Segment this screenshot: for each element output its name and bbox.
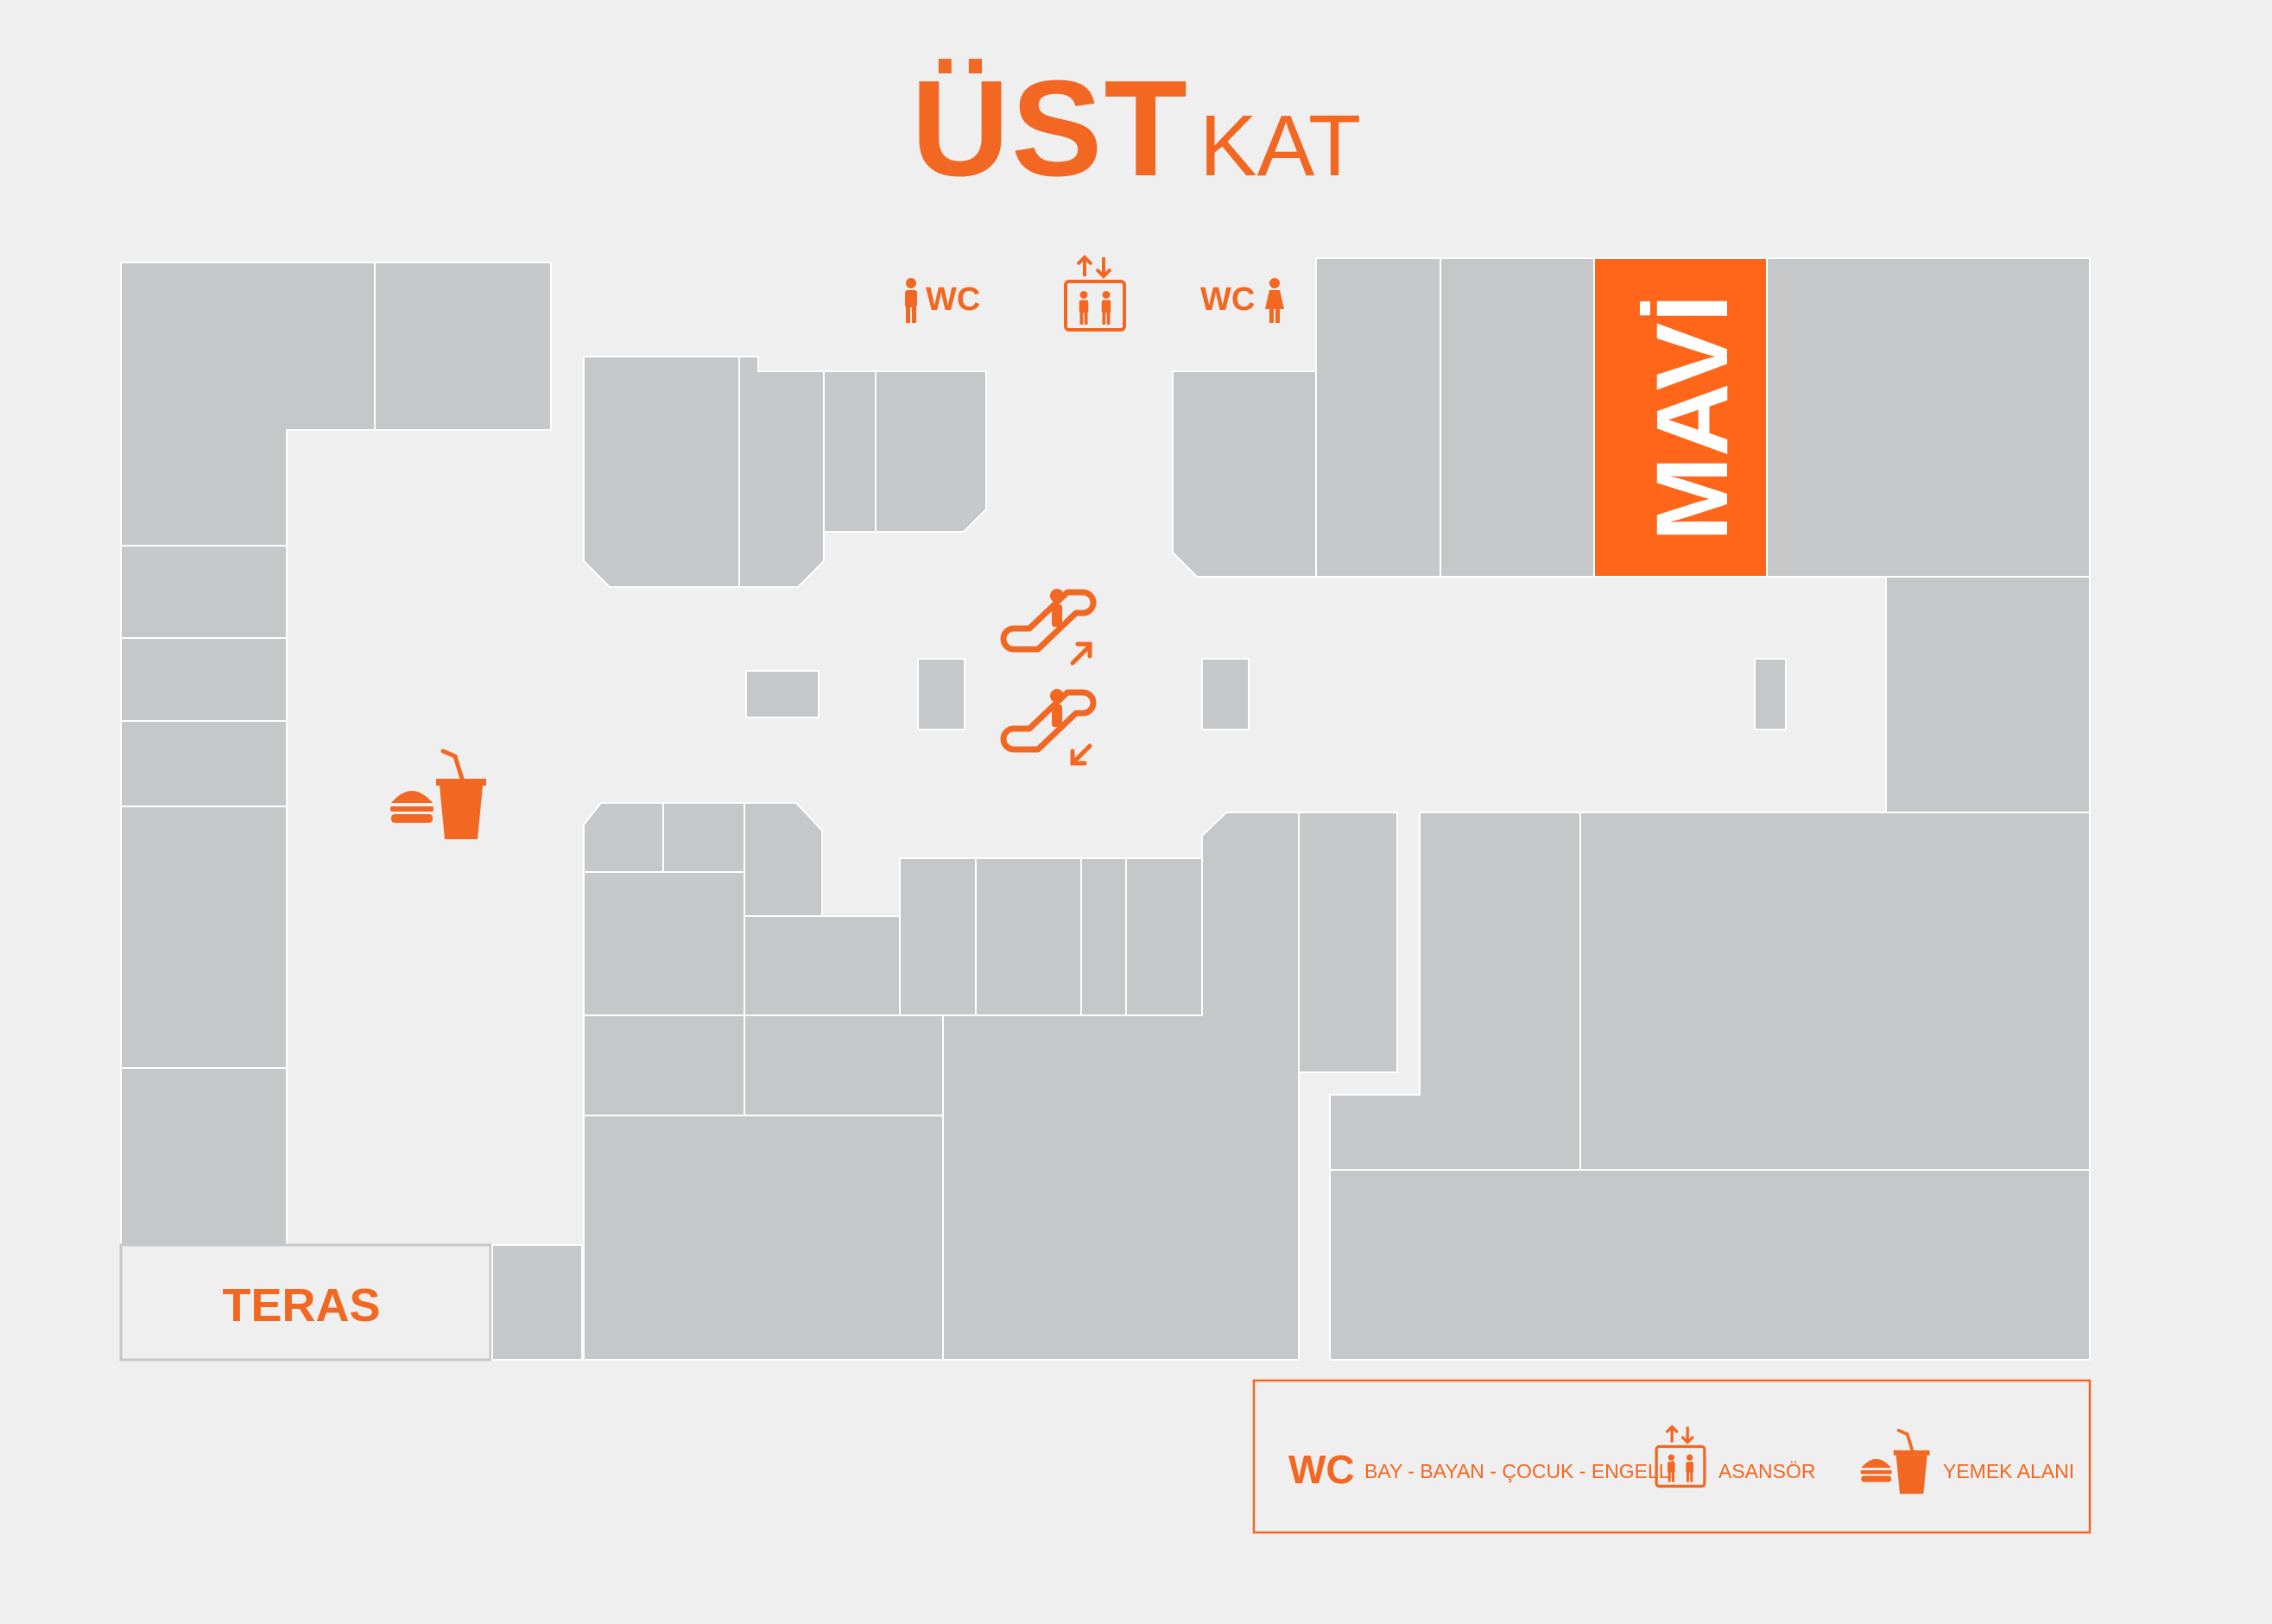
- kiosk[interactable]: [917, 658, 965, 730]
- shop-unit[interactable]: [120, 545, 288, 639]
- kiosk[interactable]: [1754, 658, 1787, 730]
- shops-lower-middle: [583, 802, 1398, 1361]
- shop-unit[interactable]: [899, 857, 977, 1016]
- shop-unit[interactable]: [744, 802, 823, 917]
- kiosk[interactable]: [1201, 658, 1250, 730]
- legend-wc-label: BAY - BAYAN - ÇOCUK - ENGELLİ: [1364, 1460, 1675, 1482]
- female-wc-icon[interactable]: [1265, 278, 1284, 323]
- shop-unit[interactable]: [1315, 257, 1441, 578]
- shop-unit[interactable]: [875, 370, 987, 533]
- shop-unit[interactable]: [1329, 1169, 2091, 1361]
- shops-left-column: [120, 262, 552, 1246]
- legend-frame: [1252, 1379, 2092, 1534]
- title-level: KAT: [1199, 98, 1362, 194]
- shop-unit[interactable]: [823, 370, 877, 533]
- shop-unit[interactable]: [583, 1115, 944, 1361]
- escalator-down-icon[interactable]: [1003, 689, 1093, 766]
- legend-food-label: YEMEK ALANI: [1943, 1460, 2074, 1482]
- shop-unit[interactable]: [491, 1244, 583, 1361]
- shops-upper-middle: [583, 356, 987, 588]
- legend: WC BAY - BAYAN - ÇOCUK - ENGELLİ ASANSÖR…: [1252, 1379, 2092, 1534]
- kiosk[interactable]: [745, 670, 820, 718]
- shop-unit[interactable]: [374, 262, 552, 431]
- shop-unit[interactable]: [744, 915, 901, 1016]
- shop-unit[interactable]: [1125, 857, 1203, 1016]
- shop-unit[interactable]: [120, 806, 288, 1069]
- terrace-label: TERAS: [222, 1280, 380, 1331]
- shop-unit[interactable]: [1172, 370, 1317, 578]
- shop-unit[interactable]: [583, 802, 664, 873]
- shop-unit[interactable]: [583, 356, 740, 588]
- shop-unit[interactable]: [1885, 576, 2091, 813]
- wc-left-label: WC: [926, 281, 980, 318]
- elevator-icon[interactable]: [1066, 257, 1124, 330]
- shop-unit[interactable]: [1766, 257, 2091, 578]
- shop-unit[interactable]: [1298, 812, 1398, 1073]
- shop-unit[interactable]: [120, 720, 288, 807]
- shop-unit[interactable]: [120, 1067, 288, 1246]
- shop-unit[interactable]: [583, 1014, 745, 1116]
- shop-unit[interactable]: [120, 637, 288, 722]
- shop-unit[interactable]: [738, 356, 825, 588]
- shop-unit[interactable]: [120, 262, 376, 547]
- male-wc-icon[interactable]: [905, 278, 917, 323]
- legend-wc-symbol: WC: [1288, 1447, 1355, 1492]
- shop-unit[interactable]: [1579, 812, 2091, 1171]
- food-court-icon[interactable]: [390, 751, 486, 839]
- legend-elevator-label: ASANSÖR: [1718, 1460, 1815, 1482]
- store-mavi-label: MAVİ: [1636, 294, 1750, 541]
- shops-lower-right: [1329, 812, 2091, 1361]
- shop-unit[interactable]: [744, 1014, 944, 1116]
- terrace-area[interactable]: [119, 1243, 492, 1362]
- shop-unit[interactable]: [1080, 857, 1127, 1016]
- shop-unit[interactable]: [942, 812, 1300, 1361]
- shop-unit[interactable]: [1440, 257, 1595, 578]
- legend-food-icon: [1858, 1429, 1932, 1496]
- corridor-kiosks: [745, 658, 1787, 730]
- shop-unit[interactable]: [583, 871, 745, 1016]
- shop-unit[interactable]: [975, 857, 1082, 1016]
- title-floor: ÜST: [910, 53, 1189, 205]
- escalator-up-icon[interactable]: [1003, 589, 1093, 666]
- wc-right-label: WC: [1200, 281, 1255, 318]
- shops-upper-right: [1172, 257, 2091, 813]
